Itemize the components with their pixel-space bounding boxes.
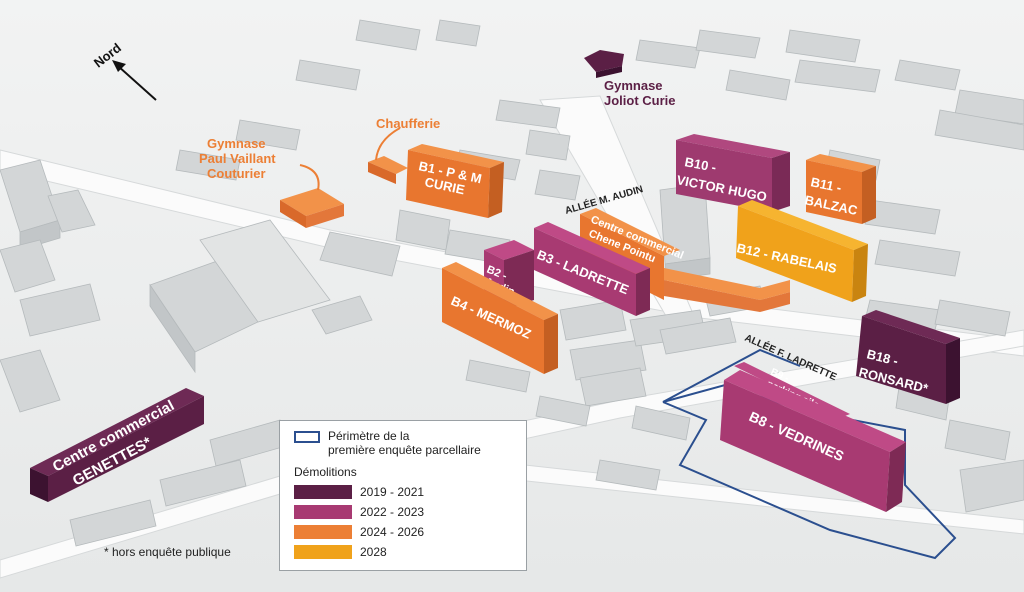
perimeter-north-edge (662, 348, 801, 403)
legend-label-2024: 2024 - 2026 (360, 525, 425, 539)
b11-label-1: B11 - (809, 174, 843, 195)
building-b1: B1 - P & M CURIE (406, 144, 504, 218)
gymnase-paul-vaillant-couturier: Gymnase Paul Vaillant Couturier (199, 136, 344, 228)
gymnase-joliot-curie: Gymnase Joliot Curie (584, 50, 676, 108)
chaufferie: Chaufferie (368, 116, 440, 184)
perimeter-line-2: première enquête parcellaire (328, 443, 481, 457)
swatch-2022 (294, 505, 352, 519)
swatch-2028 (294, 545, 352, 559)
gymnase-paul-label-1: Gymnase (207, 136, 266, 151)
legend-label-2022: 2022 - 2023 (360, 505, 425, 519)
legend-row-2028: 2028 (294, 545, 387, 559)
gymnase-joliot-label-1: Gymnase (604, 78, 663, 93)
b10-label-1: B10 - (683, 154, 717, 175)
b18-label-1: B18 - (865, 346, 899, 368)
legend-perimeter: Périmètre de la première enquête parcell… (294, 429, 508, 457)
building-b11: B11 - BALZAC (803, 154, 876, 224)
legend: Périmètre de la première enquête parcell… (279, 420, 527, 571)
perimeter-line-1: Périmètre de la (328, 429, 410, 443)
building-b18: B18 - RONSARD* (856, 310, 960, 404)
gymnase-paul-label-2: Paul Vaillant (199, 151, 276, 166)
legend-row-2022: 2022 - 2023 (294, 505, 424, 519)
building-b12: B12 - RABELAIS (735, 200, 868, 302)
legend-label-2019: 2019 - 2021 (360, 485, 425, 499)
building-b10: B10 - VICTOR HUGO (675, 134, 790, 212)
legend-demolitions-title: Démolitions (294, 465, 357, 479)
footnote: * hors enquête publique (104, 545, 231, 559)
legend-label-2028: 2028 (360, 545, 387, 559)
legend-row-2019: 2019 - 2021 (294, 485, 424, 499)
perimeter-text: Périmètre de la première enquête parcell… (328, 429, 508, 457)
swatch-2019 (294, 485, 352, 499)
legend-row-2024: 2024 - 2026 (294, 525, 424, 539)
building-b8: B8 - VEDRINES (720, 370, 906, 512)
chaufferie-label: Chaufferie (376, 116, 440, 131)
building-b3: B3 - LADRETTE (534, 222, 650, 316)
perimeter-swatch (294, 431, 320, 443)
swatch-2024 (294, 525, 352, 539)
gymnase-joliot-label-2: Joliot Curie (604, 93, 676, 108)
gymnase-paul-label-3: Couturier (207, 166, 266, 181)
context-buildings (0, 19, 1024, 547)
